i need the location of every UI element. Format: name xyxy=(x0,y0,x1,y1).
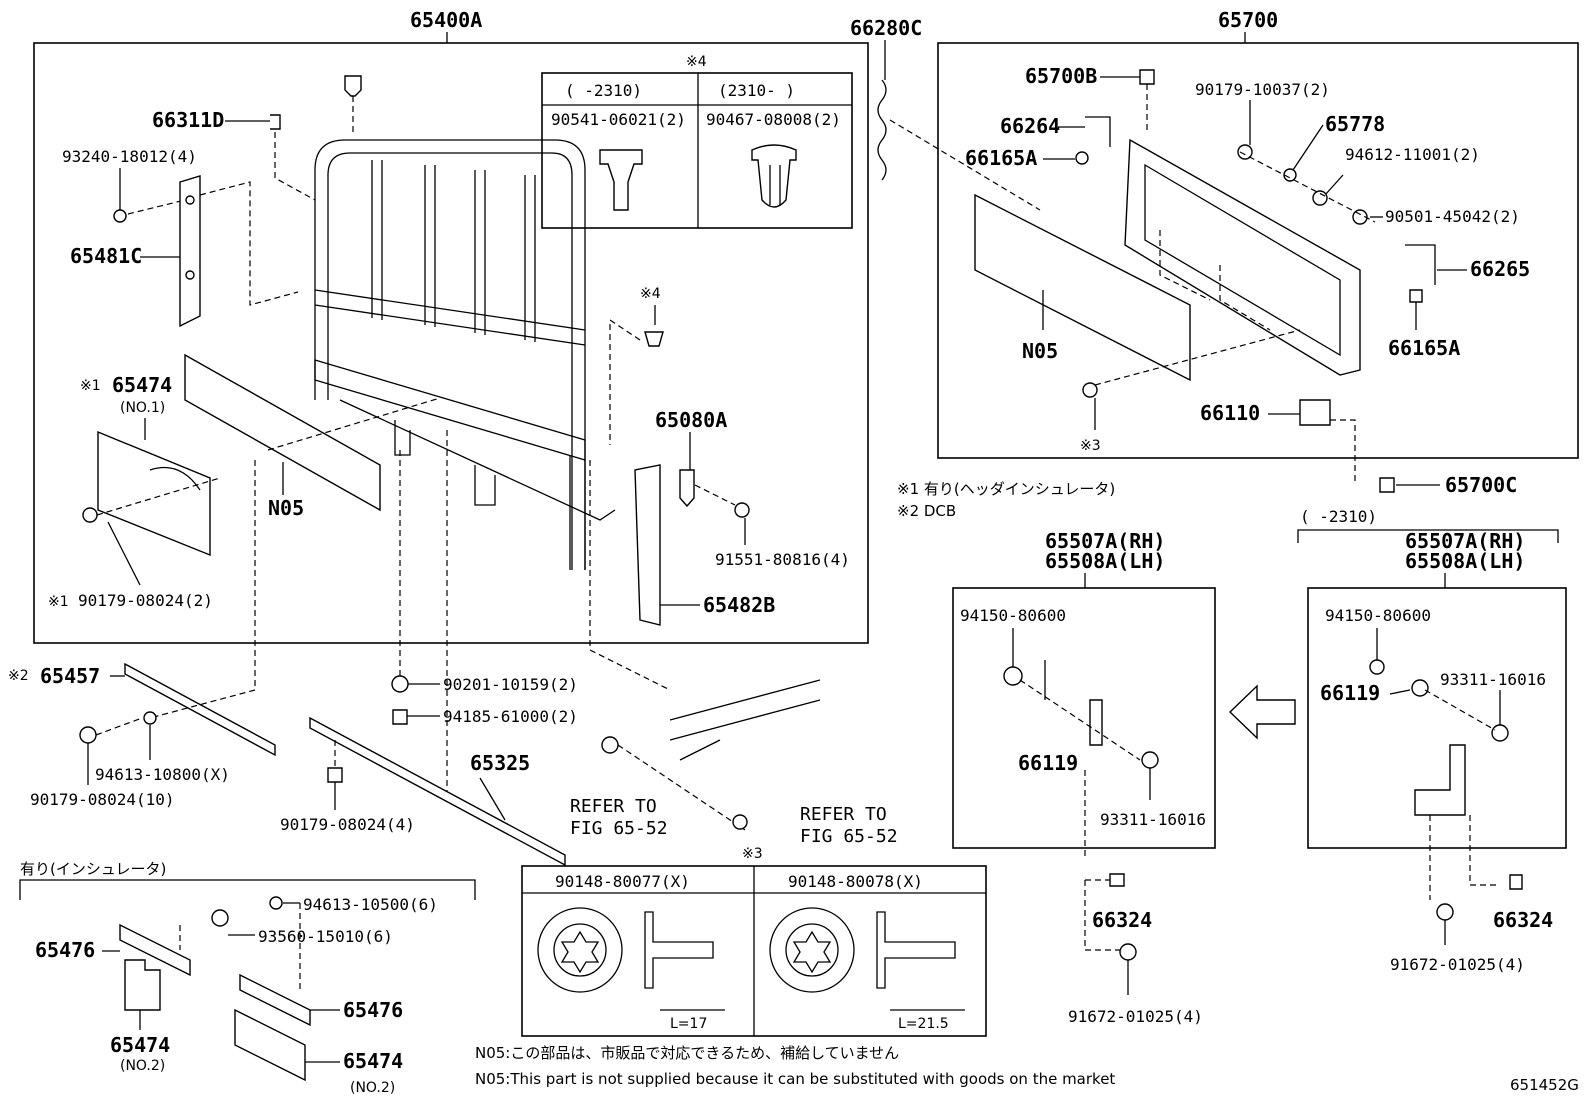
label-91551-80816: 91551-80816(4) xyxy=(715,550,850,569)
label-65474-no1: 65474 xyxy=(112,373,172,397)
hinge-box-2 xyxy=(1307,587,1567,849)
label-90179-08024-4: 90179-08024(4) xyxy=(280,815,415,834)
label-65508A-lh-1: 65508A(LH) xyxy=(1045,549,1165,573)
label-66165A-2: 66165A xyxy=(1388,336,1460,360)
label-66324-1: 66324 xyxy=(1092,908,1152,932)
note-N05-en: N05:This part is not supplied because it… xyxy=(475,1070,1115,1088)
label-65080A: 65080A xyxy=(655,408,727,432)
label-65476-2: 65476 xyxy=(343,998,403,1022)
note-1: ※1 有り(ヘッダインシュレータ) xyxy=(897,480,1115,498)
label-66119-1: 66119 xyxy=(1018,751,1078,775)
label-65400A: 65400A xyxy=(410,8,482,32)
label-65700C: 65700C xyxy=(1445,473,1517,497)
screw-col1-part: 90148-80077(X) xyxy=(555,872,690,891)
screw-table: ※3 90148-80077(X) 90148-80078(X) L=17 L=… xyxy=(521,846,987,1037)
label-N05-right: N05 xyxy=(1022,339,1058,363)
label-66165A-1: 66165A xyxy=(965,146,1037,170)
label-66264: 66264 xyxy=(1000,114,1060,138)
label-x4-small: ※4 xyxy=(640,286,661,302)
label-94613-10500: 94613-10500(6) xyxy=(303,895,438,914)
label-94150-2: 94150-80600 xyxy=(1325,606,1431,625)
label-65507A-rh-1: 65507A(RH) xyxy=(1045,529,1165,553)
label-66324-2: 66324 xyxy=(1493,908,1553,932)
label-refer-1b: FIG 65-52 xyxy=(570,818,668,839)
hinge-box-1 xyxy=(952,587,1216,849)
assembly-box-65700 xyxy=(937,42,1579,459)
label-refer-2a: REFER TO xyxy=(800,804,887,825)
label-94613-10800: 94613-10800(X) xyxy=(95,765,230,784)
label-65481C: 65481C xyxy=(70,244,142,268)
label-94150-1: 94150-80600 xyxy=(960,606,1066,625)
label-65474-no2b: 65474 xyxy=(343,1049,403,1073)
label-91672-1: 91672-01025(4) xyxy=(1068,1007,1203,1026)
clip-col1-part: 90541-06021(2) xyxy=(551,110,686,129)
note-2: ※2 DCB xyxy=(897,502,956,520)
clip-table-marker: ※4 xyxy=(686,54,707,70)
tailboard-frame xyxy=(1124,138,1361,376)
label-65325: 65325 xyxy=(470,751,530,775)
label-93311-1: 93311-16016 xyxy=(1100,810,1206,829)
label-66119-2: 66119 xyxy=(1320,681,1380,705)
label-65476-1: 65476 xyxy=(35,938,95,962)
label-x3-table: ※3 xyxy=(742,846,763,862)
clip-table: ※4 ( -2310) (2310- ) 90541-06021(2) 9046… xyxy=(541,54,853,229)
screw-col1-length: L=17 xyxy=(670,1016,707,1032)
clip-col1-range: ( -2310) xyxy=(565,81,642,100)
label-x1-65474: ※1 xyxy=(80,378,101,394)
label-refer-1a: REFER TO xyxy=(570,796,657,817)
label-65700B: 65700B xyxy=(1025,64,1097,88)
label-range-2310: ( -2310) xyxy=(1300,507,1377,526)
label-93311-2: 93311-16016 xyxy=(1440,670,1546,689)
label-94612-11001: 94612-11001(2) xyxy=(1345,145,1480,164)
label-x1-90179: ※1 xyxy=(48,594,69,610)
headboard-frame xyxy=(314,139,616,570)
label-no2a: (NO.2) xyxy=(120,1058,165,1074)
label-65778: 65778 xyxy=(1325,112,1385,136)
label-65508A-lh-2: 65508A(LH) xyxy=(1405,549,1525,573)
label-91672-2: 91672-01025(4) xyxy=(1390,955,1525,974)
label-66280C: 66280C xyxy=(850,16,922,40)
label-insulator-header: 有り(インシュレータ) xyxy=(20,860,166,878)
clip-col2-range: (2310- ) xyxy=(718,81,795,100)
screw-col2-length: L=21.5 xyxy=(898,1016,949,1032)
label-66110: 66110 xyxy=(1200,401,1260,425)
label-65457: 65457 xyxy=(40,664,100,688)
label-refer-2b: FIG 65-52 xyxy=(800,826,898,847)
label-x2-65457: ※2 xyxy=(8,668,29,684)
label-66265: 66265 xyxy=(1470,257,1530,281)
label-93240-18012: 93240-18012(4) xyxy=(62,147,197,166)
label-66311D: 66311D xyxy=(152,108,224,132)
label-90201-10159: 90201-10159(2) xyxy=(443,675,578,694)
label-94185-61000: 94185-61000(2) xyxy=(443,707,578,726)
clip-col2-part: 90467-08008(2) xyxy=(706,110,841,129)
figure-id: 651452G xyxy=(1510,1076,1579,1094)
label-65700: 65700 xyxy=(1218,8,1278,32)
direction-arrow-icon xyxy=(1228,684,1296,740)
label-90179-10037: 90179-10037(2) xyxy=(1195,80,1330,99)
label-no2b: (NO.2) xyxy=(350,1080,395,1096)
label-no1: (NO.1) xyxy=(120,400,165,416)
note-N05-jp: N05:この部品は、市販品で対応できるため、補給していません xyxy=(475,1044,899,1062)
label-65507A-rh-2: 65507A(RH) xyxy=(1405,529,1525,553)
label-90179-08024-2: 90179-08024(2) xyxy=(78,591,213,610)
assembly-box-65400A xyxy=(33,42,869,644)
label-65474-no2a: 65474 xyxy=(110,1033,170,1057)
label-90179-08024-10: 90179-08024(10) xyxy=(30,790,175,809)
screw-col2-part: 90148-80078(X) xyxy=(788,872,923,891)
label-93560-15010: 93560-15010(6) xyxy=(258,927,393,946)
label-65482B: 65482B xyxy=(703,593,775,617)
label-N05-left: N05 xyxy=(268,496,304,520)
label-90501-45042: 90501-45042(2) xyxy=(1385,207,1520,226)
label-x3-right: ※3 xyxy=(1080,438,1101,454)
